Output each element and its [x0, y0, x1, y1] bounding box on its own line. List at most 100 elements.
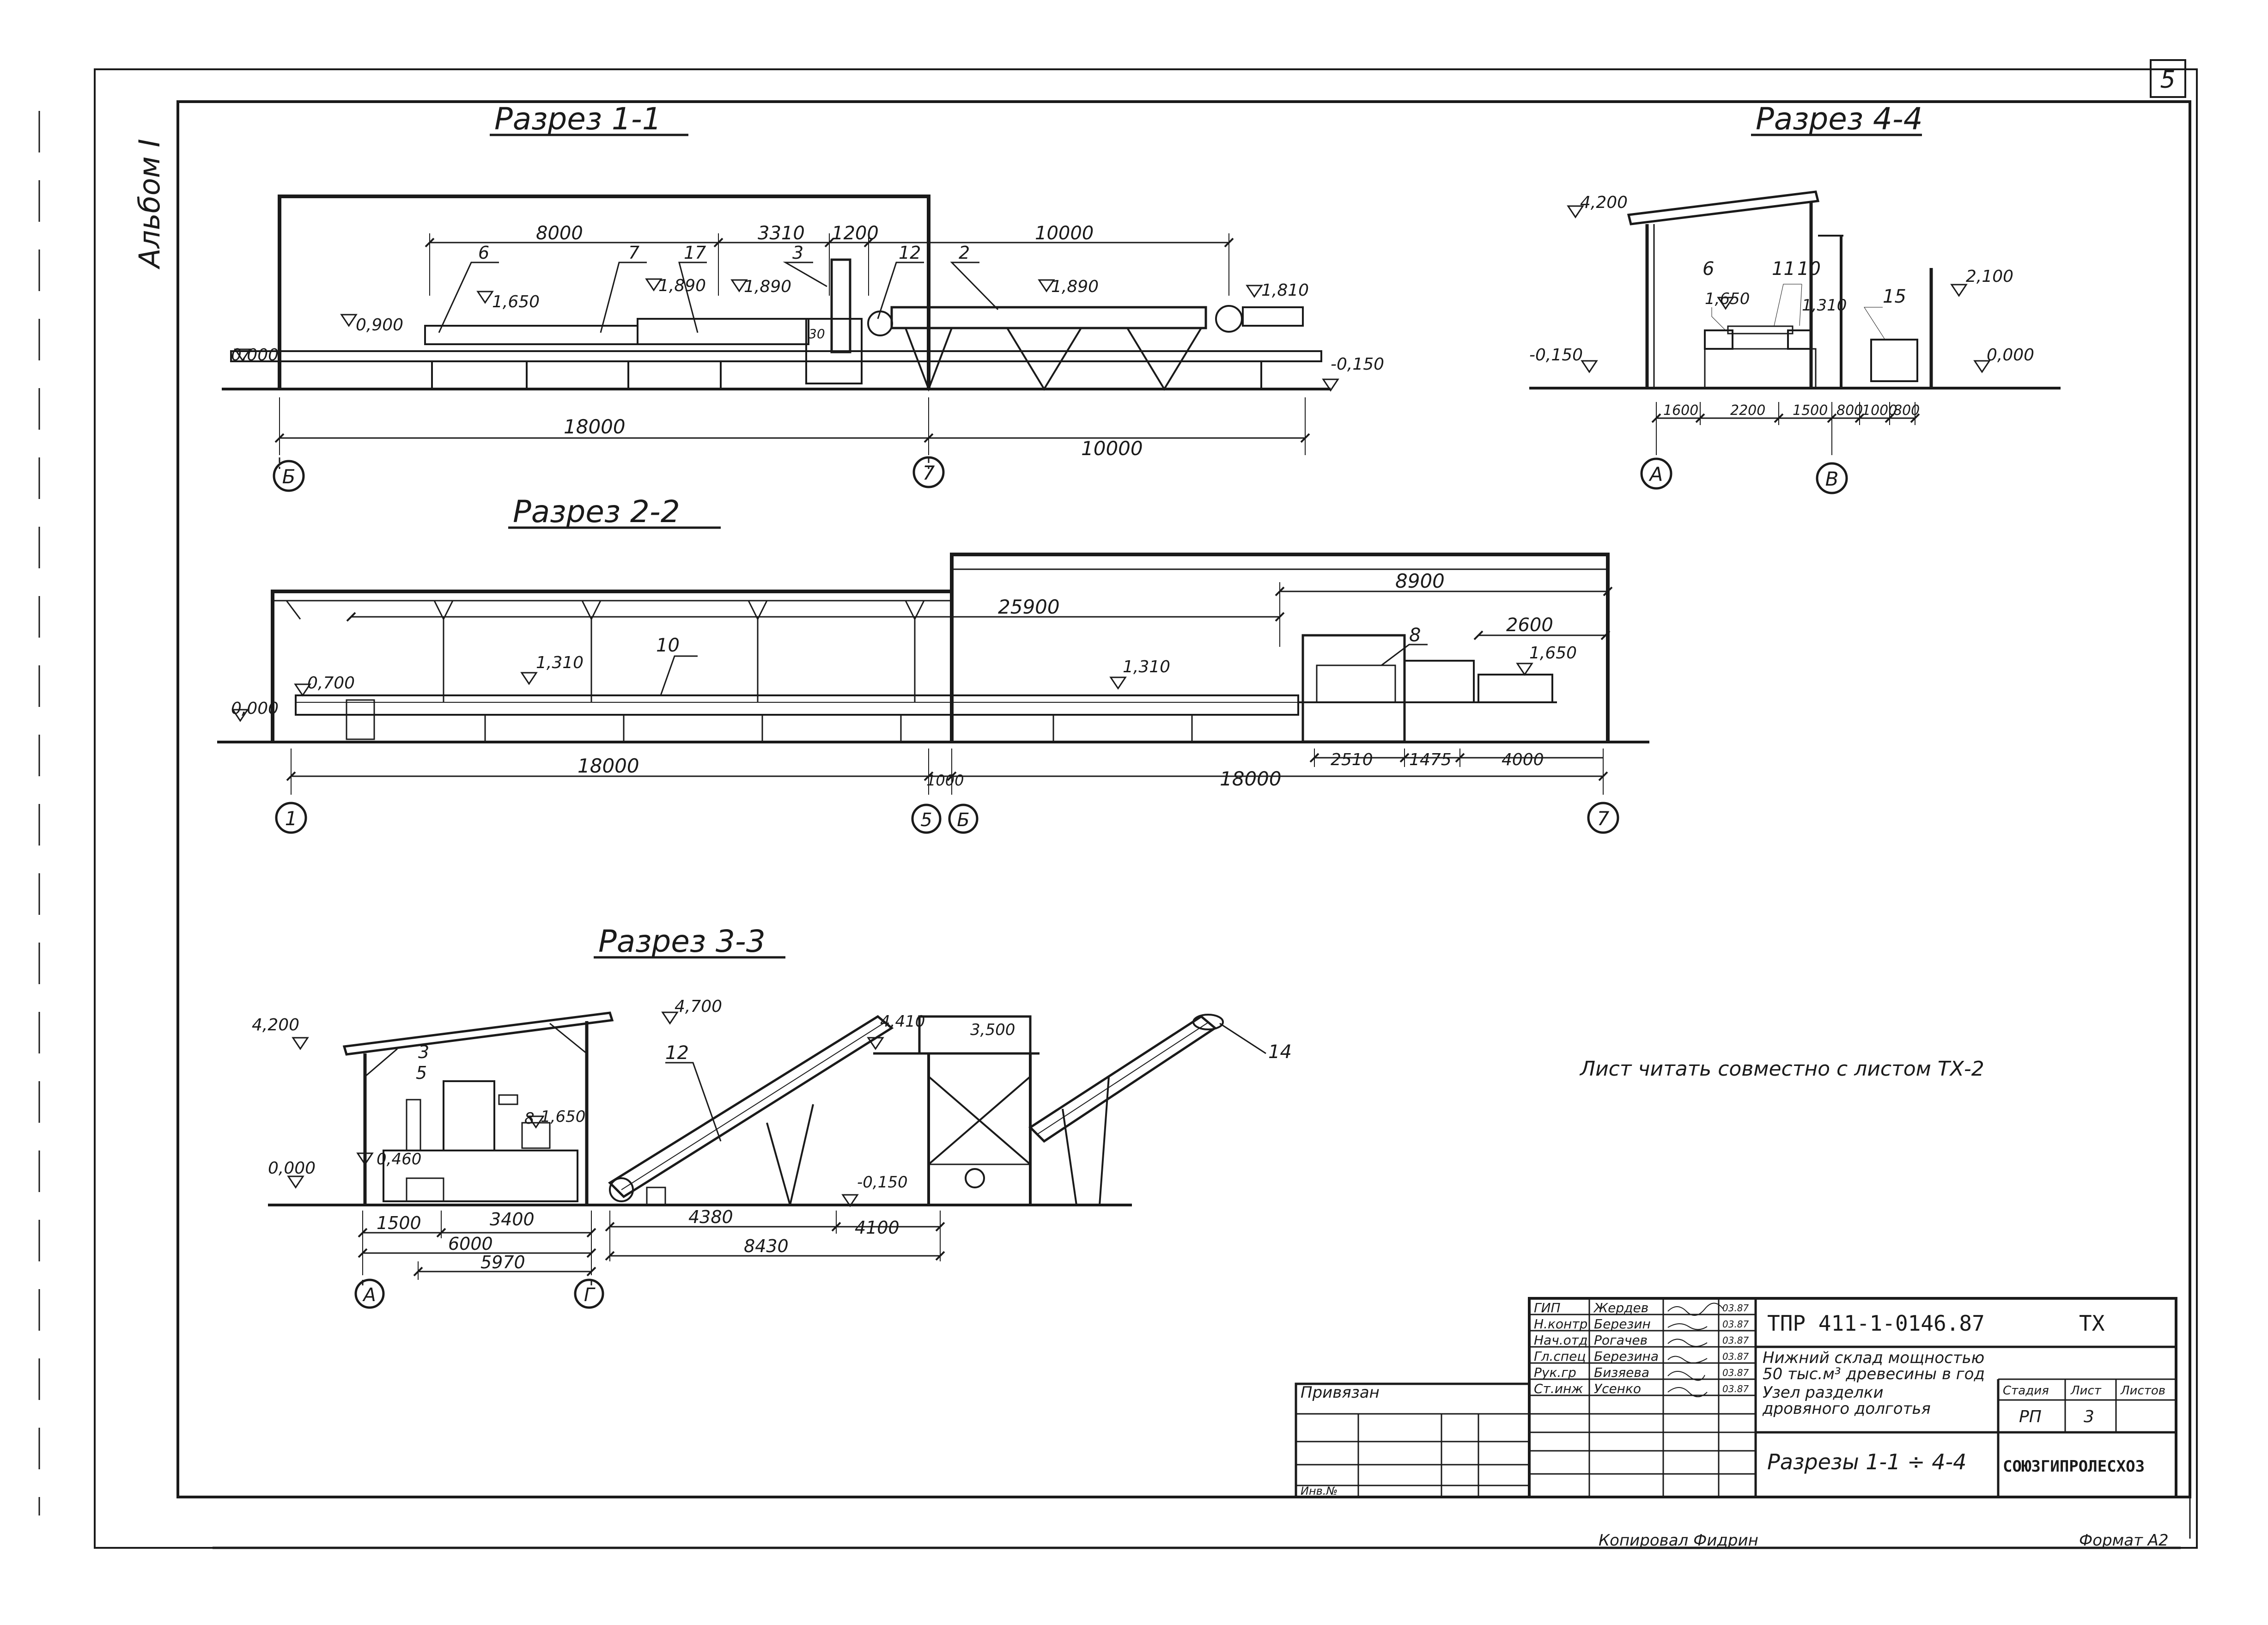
svg-text:-0,150: -0,150 [1331, 355, 1384, 374]
svg-text:Листов: Листов [2120, 1384, 2165, 1398]
svg-text:1,650: 1,650 [1529, 644, 1577, 663]
svg-text:3400: 3400 [490, 1209, 535, 1229]
svg-text:12: 12 [899, 243, 921, 263]
svg-text:10: 10 [656, 635, 680, 656]
signatures [1667, 1302, 1724, 1397]
svg-text:2510: 2510 [1331, 750, 1373, 769]
svg-text:3,500: 3,500 [970, 1021, 1015, 1039]
svg-text:1500: 1500 [377, 1213, 421, 1233]
svg-text:1: 1 [285, 807, 298, 830]
svg-text:1,310: 1,310 [1802, 296, 1847, 315]
svg-text:2,100: 2,100 [1966, 267, 2013, 286]
svg-text:РП: РП [2019, 1407, 2042, 1426]
svg-text:1,890: 1,890 [658, 276, 706, 295]
svg-text:Лист: Лист [2070, 1384, 2102, 1398]
svg-text:8900: 8900 [1395, 570, 1445, 592]
svg-text:30: 30 [809, 326, 825, 341]
svg-text:4,410: 4,410 [880, 1012, 925, 1031]
svg-text:800: 800 [1893, 402, 1920, 419]
svg-text:18000: 18000 [564, 415, 626, 438]
svg-text:4,200: 4,200 [252, 1016, 299, 1035]
svg-text:Бизяева: Бизяева [1594, 1365, 1649, 1380]
svg-text:7: 7 [628, 243, 639, 263]
svg-text:4000: 4000 [1502, 750, 1544, 769]
svg-text:Разрезы 1-1 ÷ 4-4: Разрезы 1-1 ÷ 4-4 [1767, 1449, 1966, 1474]
svg-text:25900: 25900 [998, 596, 1060, 618]
svg-text:ГИП: ГИП [1534, 1300, 1561, 1315]
svg-text:Гл.спец: Гл.спец [1534, 1349, 1586, 1364]
svg-text:3: 3 [792, 243, 803, 263]
svg-text:Инв.№: Инв.№ [1301, 1485, 1338, 1497]
svg-text:2: 2 [959, 243, 970, 263]
svg-text:4,700: 4,700 [675, 997, 722, 1016]
svg-text:Б: Б [282, 465, 296, 488]
svg-text:7: 7 [1597, 807, 1610, 830]
svg-text:5: 5 [2160, 66, 2175, 94]
svg-text:5970: 5970 [480, 1252, 525, 1272]
svg-text:Жердев: Жердев [1593, 1300, 1648, 1315]
svg-text:8430: 8430 [744, 1236, 789, 1256]
sheet-number: 5 [2150, 59, 2186, 98]
svg-text:Б: Б [957, 809, 969, 831]
svg-text:8: 8 [1409, 625, 1421, 646]
svg-text:3: 3 [2084, 1407, 2094, 1426]
svg-text:4,200: 4,200 [1580, 193, 1628, 212]
sheet-format: Формат А2 [2079, 1531, 2169, 1550]
section-3-3: Разрез 3-3 [252, 924, 1292, 1309]
svg-text:03.87: 03.87 [1722, 1383, 1749, 1394]
svg-text:5: 5 [920, 809, 932, 831]
svg-text:10000: 10000 [1035, 223, 1094, 244]
svg-text:А: А [362, 1284, 376, 1306]
svg-text:Стадия: Стадия [2003, 1384, 2049, 1398]
section-2-2: Разрез 2-2 [217, 494, 1649, 834]
svg-text:6: 6 [478, 243, 489, 263]
svg-text:11: 11 [1772, 258, 1795, 280]
svg-text:18000: 18000 [1220, 767, 1282, 790]
svg-text:17: 17 [684, 243, 706, 263]
svg-text:2600: 2600 [1506, 615, 1553, 636]
svg-text:Разрез 1-1: Разрез 1-1 [494, 101, 662, 137]
svg-text:3: 3 [418, 1042, 429, 1062]
svg-text:18000: 18000 [578, 755, 639, 777]
svg-text:2200: 2200 [1730, 402, 1765, 419]
svg-text:1,650: 1,650 [492, 292, 540, 311]
svg-text:1,650: 1,650 [541, 1108, 585, 1126]
svg-text:6000: 6000 [448, 1234, 493, 1254]
svg-text:Березина: Березина [1594, 1349, 1659, 1364]
svg-text:Разрез 3-3: Разрез 3-3 [598, 924, 766, 959]
svg-text:5: 5 [416, 1063, 427, 1083]
svg-text:Усенко: Усенко [1594, 1381, 1641, 1396]
svg-text:Нач.отд: Нач.отд [1534, 1333, 1587, 1348]
svg-text:03.87: 03.87 [1722, 1319, 1749, 1330]
svg-text:0,900: 0,900 [356, 316, 403, 335]
svg-text:1000: 1000 [1862, 402, 1897, 419]
svg-text:СОЮЗГИПРОЛЕСХОЗ: СОЮЗГИПРОЛЕСХОЗ [2003, 1457, 2145, 1476]
title-block: ГИП Н.контр Нач.отд Гл.спец Рук.гр Ст.ин… [1295, 1297, 2177, 1498]
svg-text:14: 14 [1268, 1041, 1292, 1063]
svg-text:03.87: 03.87 [1722, 1367, 1749, 1378]
svg-text:Ст.инж: Ст.инж [1534, 1381, 1583, 1396]
svg-text:03.87: 03.87 [1722, 1302, 1749, 1314]
svg-text:Разрез 4-4: Разрез 4-4 [1756, 101, 1923, 137]
svg-text:1,310: 1,310 [1123, 657, 1170, 676]
svg-text:Рогачев: Рогачев [1594, 1333, 1648, 1348]
svg-text:8000: 8000 [536, 223, 583, 244]
svg-text:Н.контр: Н.контр [1534, 1316, 1587, 1332]
svg-text:дровяного долготья: дровяного долготья [1762, 1400, 1931, 1418]
svg-text:03.87: 03.87 [1722, 1335, 1749, 1346]
svg-text:0,700: 0,700 [307, 674, 355, 693]
svg-text:1200: 1200 [832, 223, 879, 244]
svg-text:1600: 1600 [1663, 402, 1698, 419]
svg-text:Г: Г [584, 1284, 596, 1306]
svg-text:03.87: 03.87 [1722, 1351, 1749, 1362]
svg-text:1000: 1000 [926, 772, 964, 789]
sheet-frame [38, 68, 2198, 1549]
section-1-1: Разрез 1-1 [222, 101, 1384, 492]
svg-text:12: 12 [665, 1042, 689, 1064]
section-4-4: Разрез 4-4 [1529, 101, 2061, 494]
svg-text:В: В [1825, 468, 1839, 490]
svg-text:Рук.гр: Рук.гр [1534, 1365, 1576, 1380]
svg-text:Разрез 2-2: Разрез 2-2 [513, 494, 680, 529]
svg-text:10: 10 [1797, 258, 1821, 280]
